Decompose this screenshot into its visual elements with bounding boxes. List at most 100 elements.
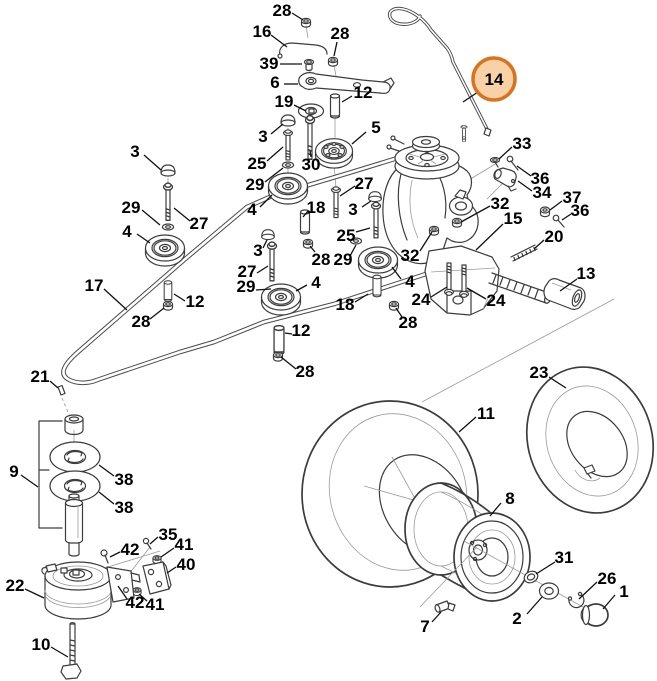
callout-label: 10 <box>32 635 51 654</box>
callout-label: 38 <box>115 498 134 517</box>
callout-26[interactable]: 26 <box>578 569 616 600</box>
callout-33[interactable]: 33 <box>498 134 532 160</box>
callout-leader-line <box>262 239 268 249</box>
callout-29[interactable]: 29 <box>237 277 272 296</box>
callout-4[interactable]: 4 <box>122 222 151 244</box>
callout-30[interactable]: 30 <box>302 150 321 174</box>
callout-25[interactable]: 25 <box>337 226 371 245</box>
callout-25[interactable]: 25 <box>248 146 284 173</box>
callout-32[interactable]: 32 <box>460 194 509 223</box>
callout-3[interactable]: 3 <box>258 123 284 146</box>
callout-23[interactable]: 23 <box>530 363 567 389</box>
callout-6[interactable]: 6 <box>270 73 298 92</box>
grommet-39 <box>303 58 315 72</box>
callout-16[interactable]: 16 <box>253 22 288 48</box>
pulley-4 <box>144 234 186 267</box>
callout-12[interactable]: 12 <box>341 83 372 103</box>
callout-4[interactable]: 4 <box>247 194 273 219</box>
callout-7[interactable]: 7 <box>420 611 442 636</box>
callout-21[interactable]: 21 <box>31 367 59 389</box>
shaft <box>64 493 84 557</box>
callout-34[interactable]: 34 <box>517 180 552 202</box>
cooling-fan <box>394 135 460 180</box>
callout-28[interactable]: 28 <box>273 1 304 21</box>
callout-label: 40 <box>177 555 196 574</box>
callout-3[interactable]: 3 <box>130 142 162 171</box>
callout-38[interactable]: 38 <box>98 464 133 489</box>
callout-28[interactable]: 28 <box>395 307 417 332</box>
callout-27[interactable]: 27 <box>339 174 373 197</box>
callout-9[interactable]: 9 <box>9 462 39 488</box>
callout-10[interactable]: 10 <box>32 635 69 658</box>
callout-13[interactable]: 13 <box>559 264 595 292</box>
callout-36[interactable]: 36 <box>516 165 549 188</box>
callout-29[interactable]: 29 <box>122 198 161 226</box>
callout-29[interactable]: 29 <box>246 167 284 194</box>
callout-label: 3 <box>253 241 262 260</box>
callout-27[interactable]: 27 <box>173 207 208 233</box>
callout-label: 23 <box>530 363 549 382</box>
callout-label: 31 <box>555 548 574 567</box>
callout-27[interactable]: 27 <box>238 262 269 281</box>
callout-label: 7 <box>420 617 429 636</box>
callout-leader-line <box>259 194 273 208</box>
callout-label: 28 <box>273 1 292 20</box>
callout-leader-line <box>173 293 186 302</box>
callout-12[interactable]: 12 <box>284 321 310 340</box>
callout-1[interactable]: 1 <box>602 582 629 610</box>
callout-label: 33 <box>513 134 532 153</box>
callout-4[interactable]: 4 <box>295 273 321 292</box>
callout-22[interactable]: 22 <box>6 576 45 599</box>
callout-39[interactable]: 39 <box>260 54 302 73</box>
callout-leader-line <box>354 293 369 303</box>
callout-38[interactable]: 38 <box>98 491 134 517</box>
callout-leader-line <box>109 551 121 558</box>
callout-20[interactable]: 20 <box>533 227 563 250</box>
callout-31[interactable]: 31 <box>535 548 574 575</box>
callout-28[interactable]: 28 <box>132 307 165 331</box>
callout-leader-line <box>256 265 269 274</box>
callout-19[interactable]: 19 <box>275 92 307 112</box>
callout-leader-line <box>419 231 433 252</box>
callout-35[interactable]: 35 <box>149 525 177 545</box>
callout-36[interactable]: 36 <box>561 201 589 221</box>
callout-15[interactable]: 15 <box>475 209 522 251</box>
callout-42[interactable]: 42 <box>117 585 144 612</box>
callout-5[interactable]: 5 <box>351 118 381 145</box>
callout-14[interactable]: 14 <box>462 56 517 103</box>
callout-24[interactable]: 24 <box>412 286 448 309</box>
callout-label: 4 <box>247 200 257 219</box>
callout-label: 29 <box>237 277 256 296</box>
callout-12[interactable]: 12 <box>173 292 204 311</box>
callout-3[interactable]: 3 <box>348 200 372 219</box>
callout-17[interactable]: 17 <box>85 276 128 311</box>
bolt-25 <box>282 129 294 161</box>
callout-leader-line <box>349 244 357 257</box>
callout-29[interactable]: 29 <box>334 244 357 269</box>
callout-leader-line <box>293 104 307 112</box>
callout-40[interactable]: 40 <box>166 555 196 574</box>
callout-leader-line <box>361 200 372 208</box>
callout-37[interactable]: 37 <box>549 188 581 211</box>
callout-8[interactable]: 8 <box>489 489 515 517</box>
callout-28[interactable]: 28 <box>331 24 350 57</box>
callout-label: 21 <box>31 367 50 386</box>
callout-28[interactable]: 28 <box>280 356 314 381</box>
pulley-5 <box>314 138 354 169</box>
callout-18[interactable]: 18 <box>302 198 325 218</box>
transmission-assembly <box>382 124 586 316</box>
callout-41[interactable]: 41 <box>138 593 165 614</box>
callout-28[interactable]: 28 <box>309 245 330 269</box>
callout-leader-line <box>50 646 69 658</box>
callout-41[interactable]: 41 <box>160 535 193 558</box>
callout-label: 41 <box>146 595 165 614</box>
callout-3[interactable]: 3 <box>253 239 268 260</box>
callout-42[interactable]: 42 <box>109 540 139 559</box>
callout-2[interactable]: 2 <box>512 596 543 628</box>
callout-18[interactable]: 18 <box>336 293 369 314</box>
callout-32[interactable]: 32 <box>401 231 433 265</box>
callout-11[interactable]: 11 <box>458 404 495 433</box>
callout-4[interactable]: 4 <box>391 266 415 291</box>
callout-24[interactable]: 24 <box>466 287 506 310</box>
